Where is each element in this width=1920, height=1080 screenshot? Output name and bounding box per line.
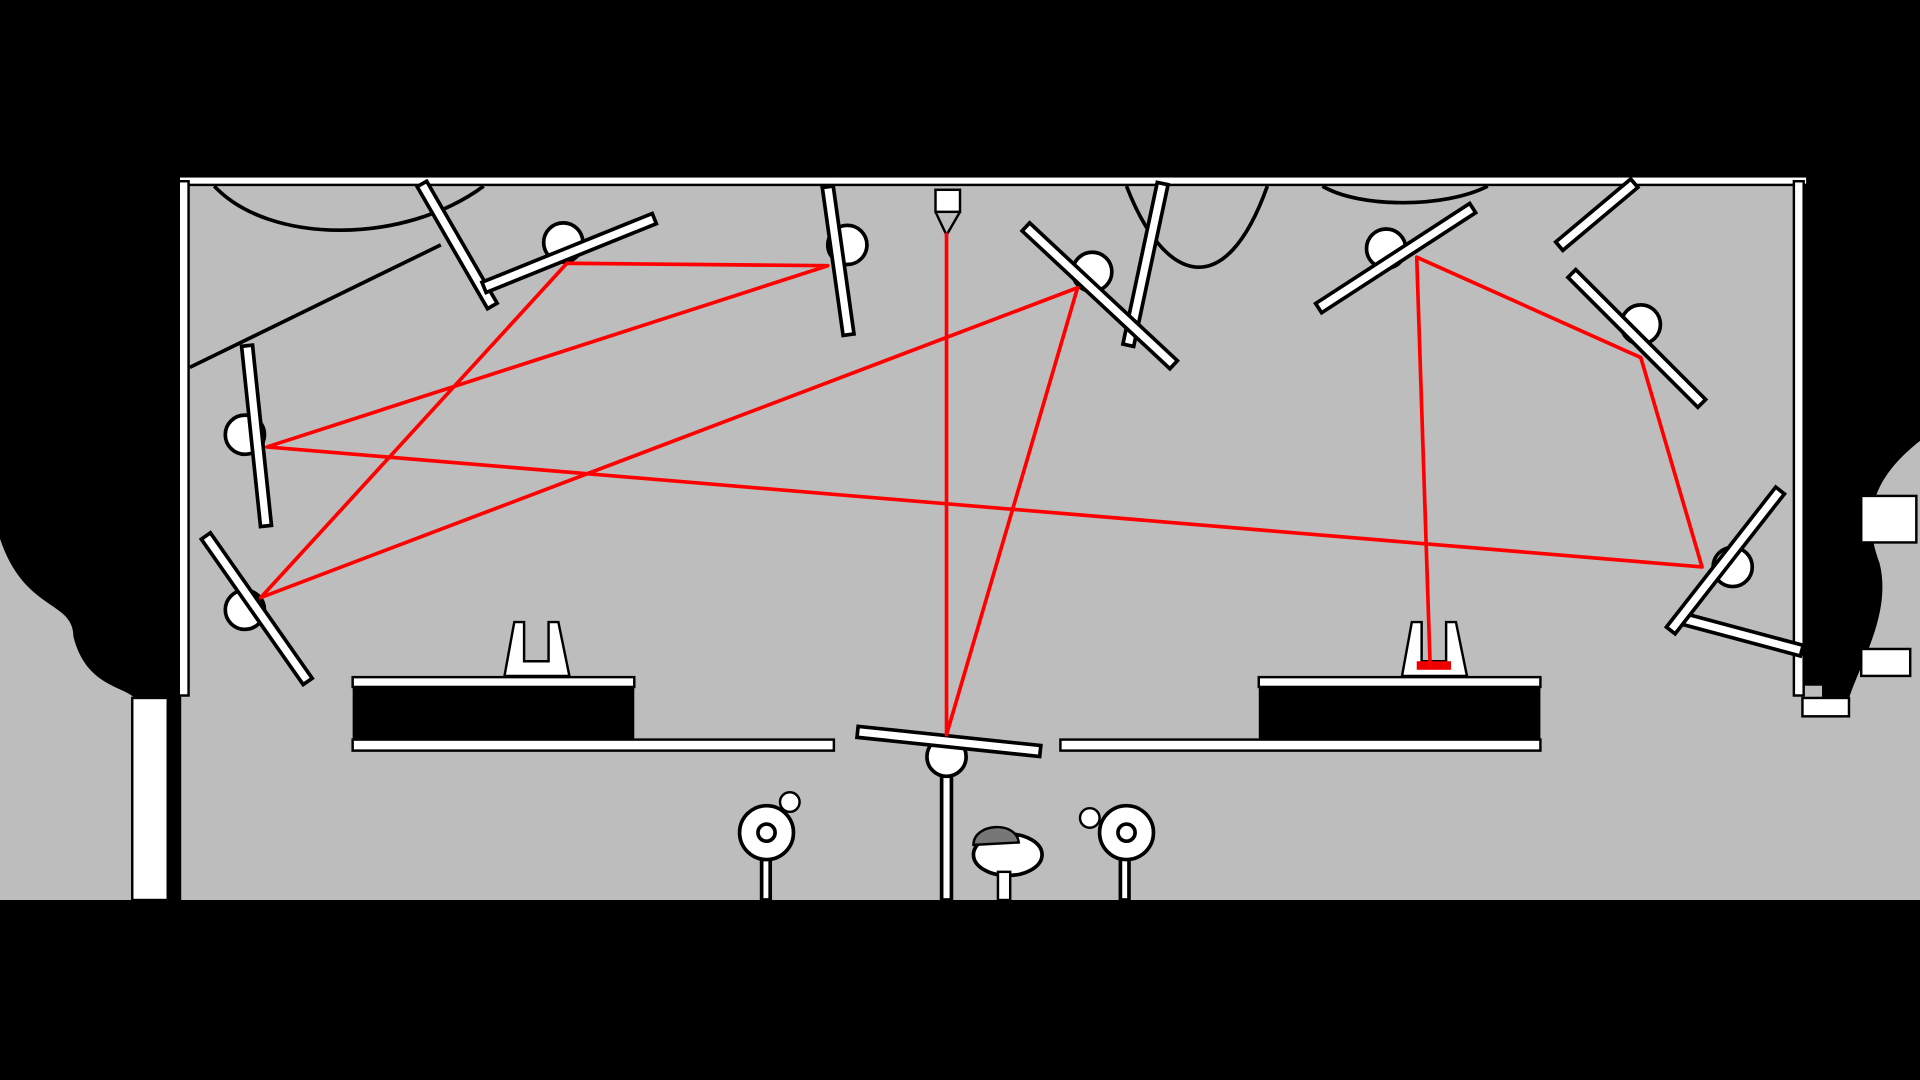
mirror-icon[interactable] [479,211,659,295]
right-wall [1792,180,1805,697]
turret-icon [1078,803,1156,862]
mirror-icon[interactable] [1313,200,1479,316]
room-floor [183,183,1800,698]
platform-left [351,675,836,752]
bottom-letterbox [0,900,1920,1080]
mirror-icon[interactable] [1565,267,1709,410]
laser-receiver-icon [1400,620,1469,678]
cable [1321,184,1489,205]
mirror-icon[interactable] [223,343,274,529]
mirror-icon[interactable] [854,724,1043,779]
mirror-icon[interactable] [1663,484,1787,637]
platform-right [1059,675,1542,752]
struts [414,176,1806,902]
wall-emitter-icon [1801,494,1918,718]
cable [212,184,485,233]
left-wall [177,180,190,697]
mirror-icon[interactable] [198,530,315,688]
turret-icon [737,791,801,862]
outer-cave-left [0,538,135,900]
mirror-icon[interactable] [1019,220,1180,372]
mirror-icon[interactable] [820,183,869,338]
cable [188,243,442,369]
laser-beam [258,232,1704,737]
laser-receiver-icon [503,620,571,678]
cable [1124,185,1270,269]
exit-door-icon[interactable] [131,696,180,902]
